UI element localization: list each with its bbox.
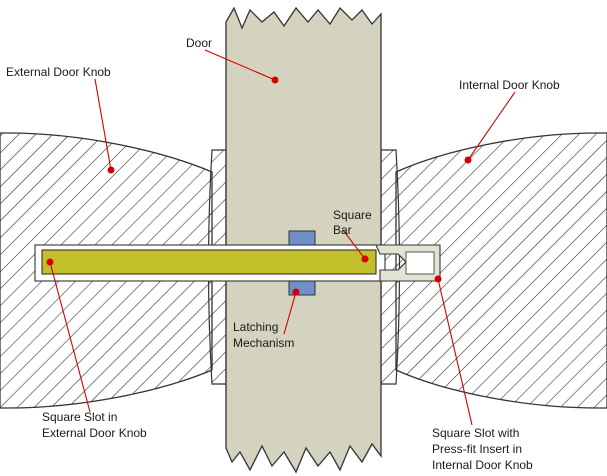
marker-latching [292, 288, 300, 296]
marker-slot-internal [434, 275, 442, 283]
label-slot-external-line1: Square Slot in [42, 410, 117, 424]
label-square-bar-line2: Bar [333, 223, 352, 237]
label-external-knob: External Door Knob [6, 65, 111, 79]
label-internal-knob: Internal Door Knob [459, 78, 560, 92]
leader-slot-external [49, 261, 91, 413]
marker-external-knob [107, 166, 115, 174]
label-slot-external-line2: External Door Knob [42, 426, 147, 440]
leader-slot-internal [437, 278, 473, 426]
label-slot-internal-line3: Internal Door Knob [432, 458, 533, 472]
leader-internal-knob [467, 91, 516, 161]
label-square-bar-line1: Square [333, 208, 372, 222]
marker-square-bar [361, 255, 369, 263]
latch-block-top [288, 230, 316, 247]
label-slot-internal-line2: Press-fit Insert in [432, 442, 522, 456]
label-slot-internal-line1: Square Slot with [432, 426, 519, 440]
label-door: Door [186, 36, 212, 50]
press-fit-insert-inner [405, 251, 435, 275]
marker-door [271, 76, 279, 84]
leader-external-knob [94, 78, 112, 171]
leader-latching [283, 291, 297, 335]
label-latching-line2: Mechanism [233, 336, 294, 350]
label-latching-line1: Latching [233, 320, 278, 334]
marker-internal-knob [464, 156, 472, 164]
leader-lines [49, 49, 516, 426]
leader-door [204, 49, 276, 81]
marker-dots [46, 76, 472, 296]
square-bar [41, 249, 377, 275]
marker-slot-external [46, 258, 54, 266]
leader-square-bar [342, 229, 366, 260]
